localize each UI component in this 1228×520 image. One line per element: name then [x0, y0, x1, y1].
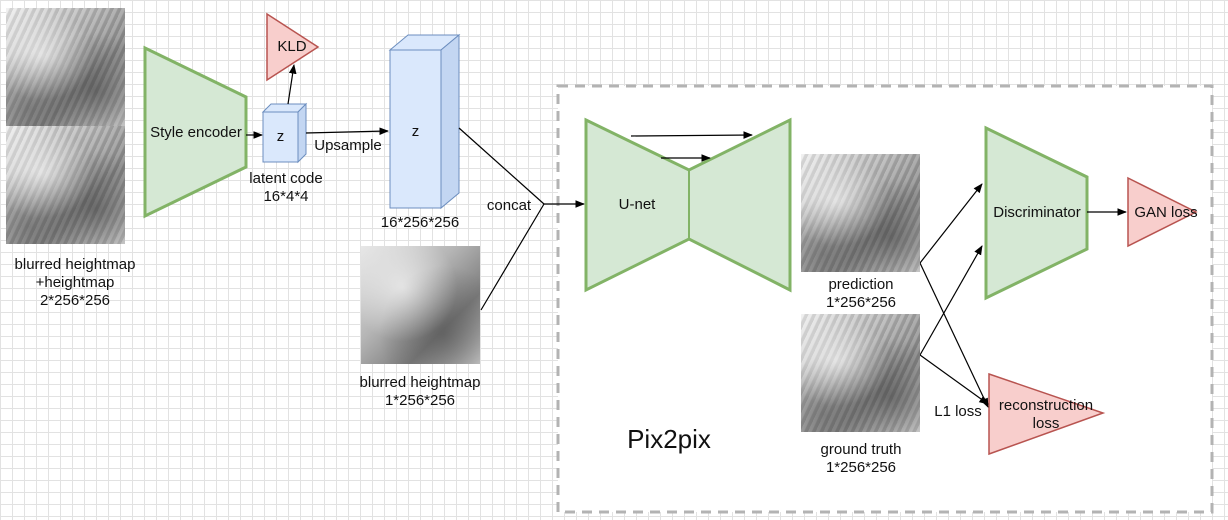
heightmap-image-bottom: [6, 126, 125, 244]
ground-truth-label-line2: 1*256*256: [825, 459, 897, 476]
prediction-label-line1: prediction: [828, 276, 894, 293]
prediction-label: prediction 1*256*256: [791, 276, 931, 312]
reconstruction-loss-label-line2: loss: [1032, 415, 1060, 432]
arrow-prediction-to-discriminator: [919, 183, 983, 264]
latent-code-label-line2: 16*4*4: [263, 188, 309, 205]
concat-label: concat: [486, 197, 532, 214]
ground-truth-label: ground truth 1*256*256: [791, 441, 931, 477]
arrow-latent-to-volume: [305, 127, 389, 136]
kld-label: KLD: [277, 38, 307, 55]
combined-input-label-line1: blurred heightmap: [14, 256, 136, 273]
blurred-heightmap-label-line1: blurred heightmap: [359, 374, 481, 391]
ground-truth-label-line1: ground truth: [820, 441, 902, 458]
reconstruction-loss-shape: [988, 372, 1106, 456]
arrow-groundtruth-to-discriminator: [919, 245, 983, 356]
arrow-groundtruth-to-reconstruction: [919, 354, 989, 405]
line-blurred-to-concat: [480, 203, 545, 311]
discriminator-shape: [984, 125, 1089, 301]
reconstruction-loss-label: reconstruction loss: [984, 397, 1108, 433]
style-encoder-label: Style encoder: [150, 124, 242, 141]
ground-truth-image: [801, 314, 920, 432]
blurred-heightmap-image: [361, 246, 480, 364]
prediction-label-line2: 1*256*256: [825, 294, 897, 311]
pix2pix-title: Pix2pix: [627, 424, 711, 454]
style-encoder-shape: [143, 45, 248, 219]
latent-z-symbol: z: [276, 128, 285, 145]
gan-loss-label: GAN loss: [1134, 204, 1198, 221]
gan-loss-shape: [1127, 176, 1198, 248]
latent-code-label: latent code 16*4*4: [236, 170, 336, 206]
latent-volume-box: [388, 33, 461, 210]
volume-z-symbol: z: [411, 123, 420, 140]
kld-shape: [266, 12, 320, 82]
heightmap-image-top: [6, 8, 125, 126]
combined-input-label: blurred heightmap +heightmap 2*256*256: [0, 256, 150, 310]
combined-input-label-line2: +heightmap: [35, 274, 115, 291]
discriminator-label: Discriminator: [993, 204, 1081, 221]
arrow-latent-to-kld: [287, 64, 297, 105]
l1-loss-label: L1 loss: [934, 403, 982, 420]
arrow-prediction-to-reconstruction: [919, 262, 989, 408]
line-volume-to-concat: [458, 127, 545, 205]
reconstruction-loss-label-line1: reconstruction: [998, 397, 1094, 414]
blurred-heightmap-label-line2: 1*256*256: [384, 392, 456, 409]
latent-code-label-line1: latent code: [249, 170, 323, 187]
volume-size-label: 16*256*256: [380, 214, 460, 231]
prediction-image: [801, 154, 920, 272]
unet-label: U-net: [618, 196, 656, 213]
skip-connection-1: [630, 131, 753, 139]
blurred-heightmap-label: blurred heightmap 1*256*256: [345, 374, 495, 410]
combined-input-label-line3: 2*256*256: [39, 292, 111, 309]
upsample-label: Upsample: [314, 137, 382, 154]
latent-code-box: [261, 102, 308, 164]
